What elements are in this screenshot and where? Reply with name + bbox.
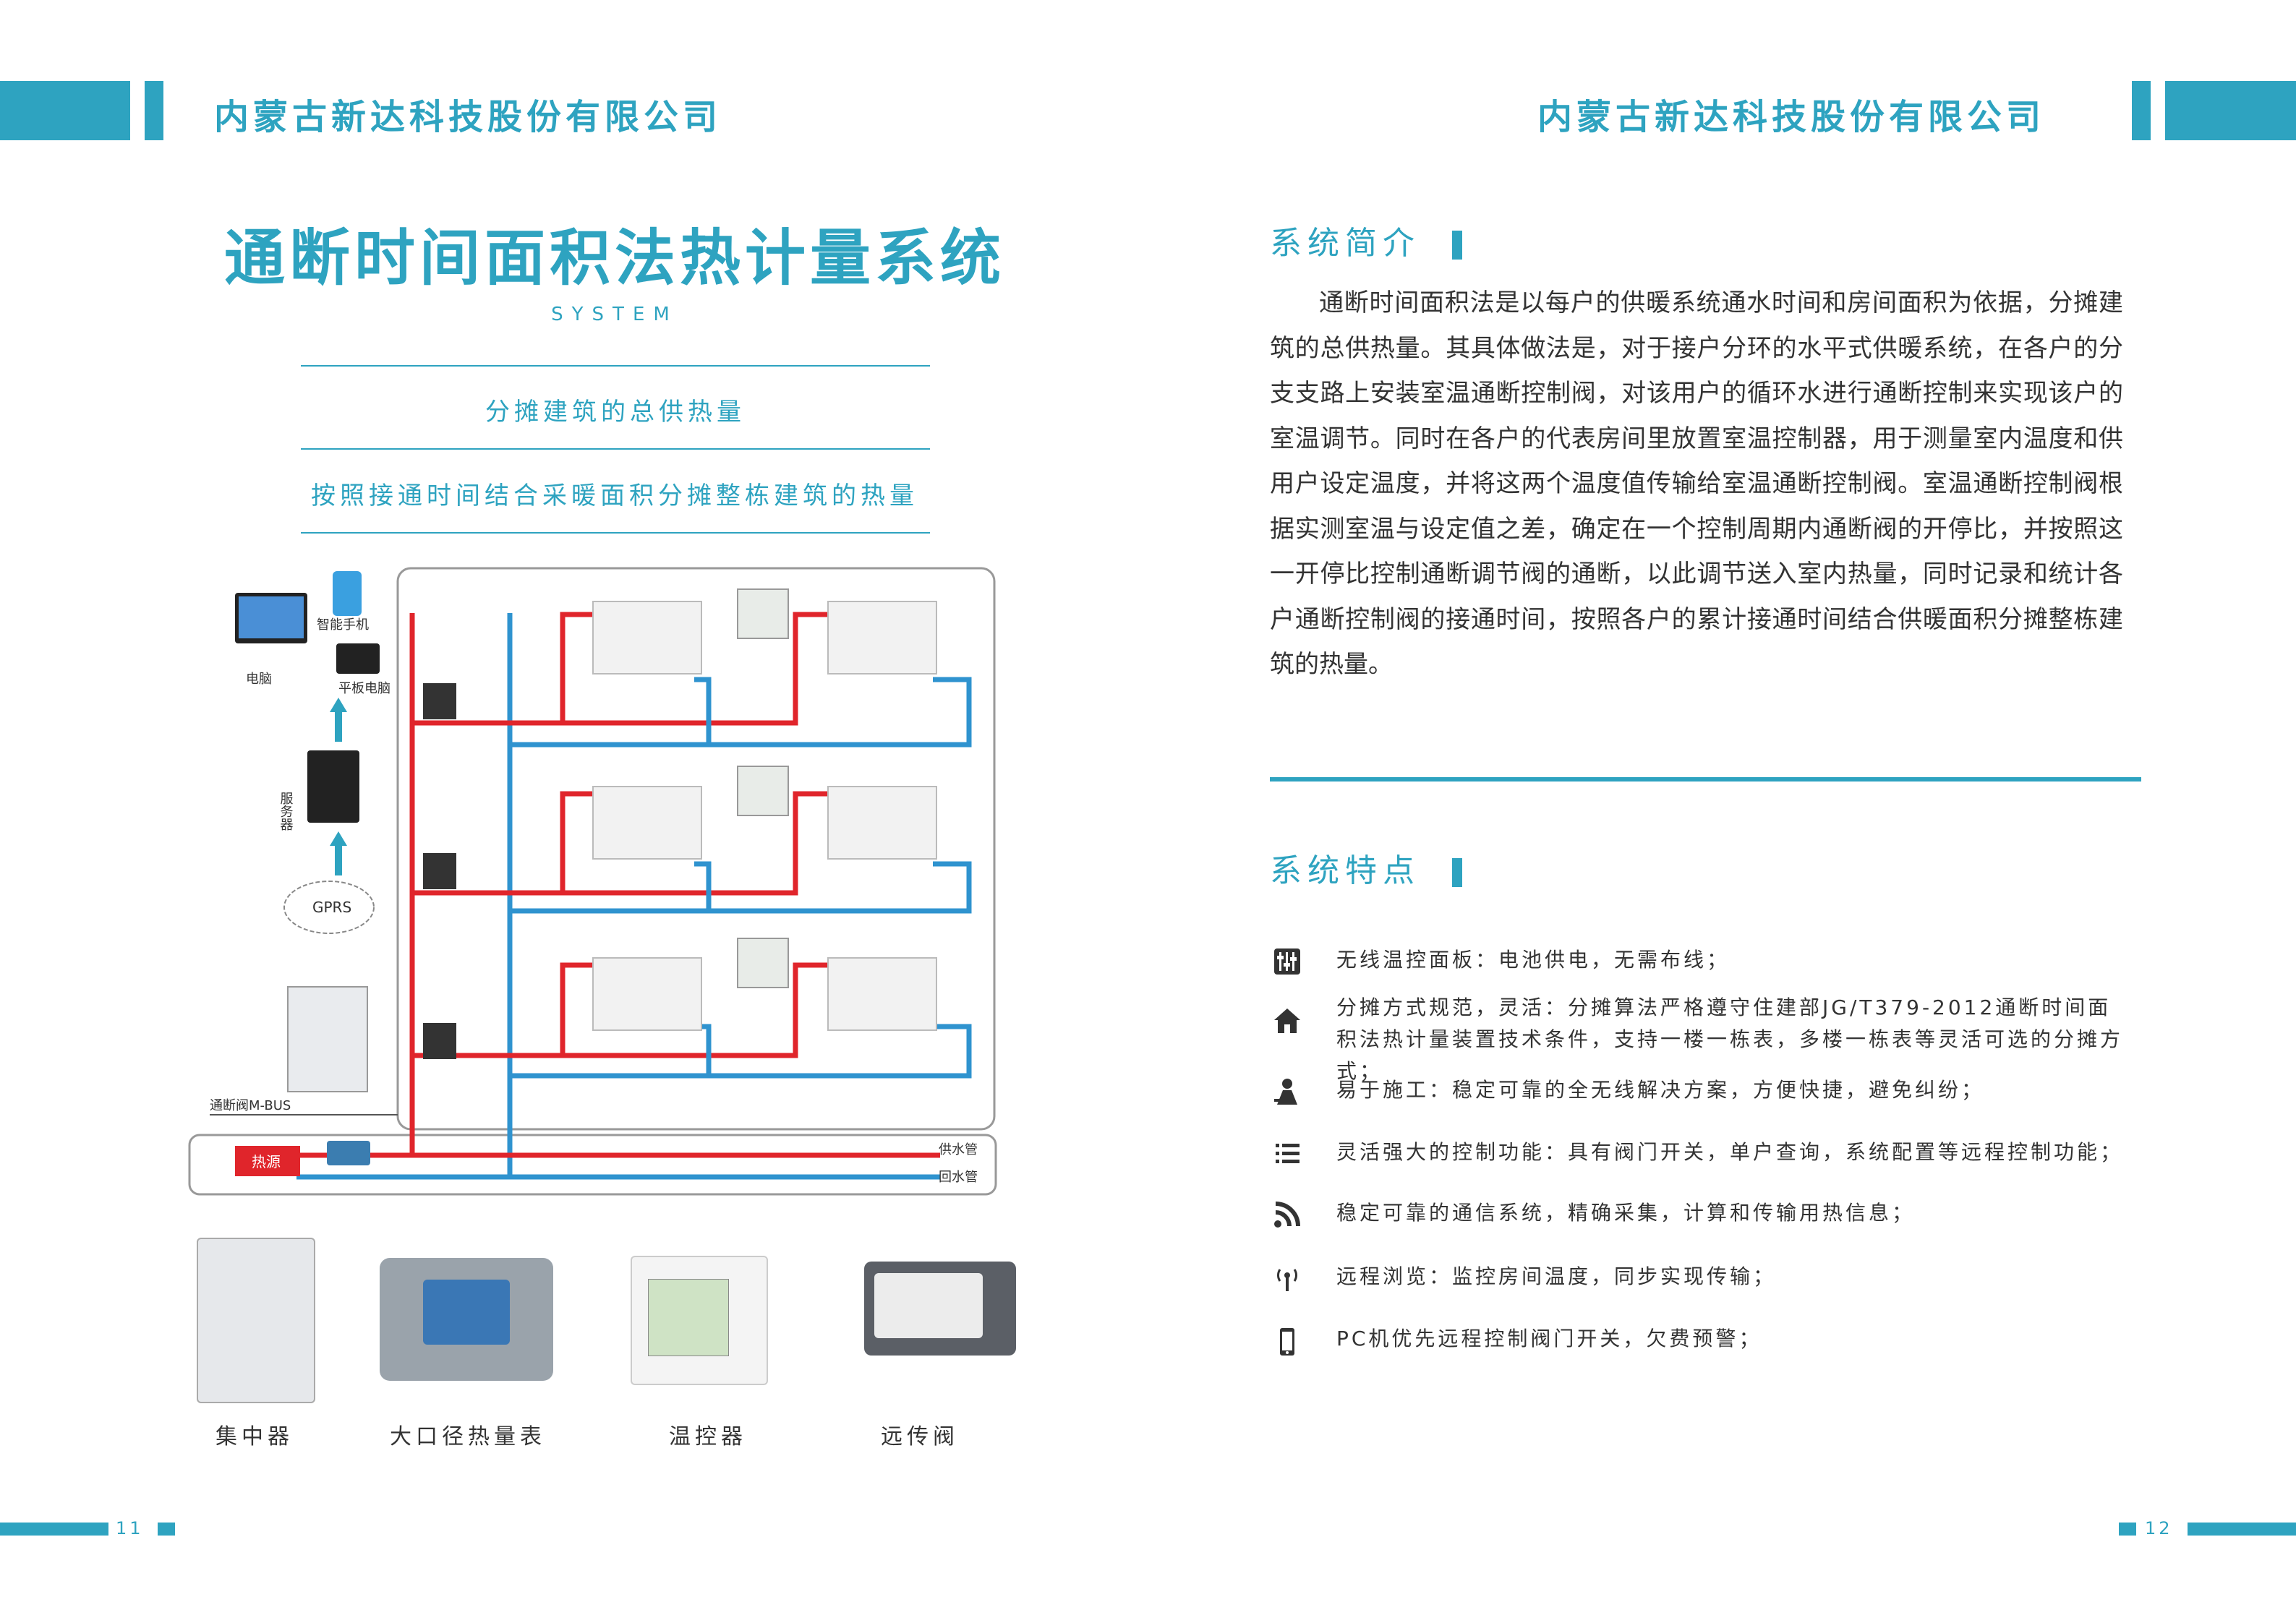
- floor-1: [412, 588, 972, 748]
- features-list: 无线温控面板：电池供电，无需布线； 分摊方式规范，灵活：分摊算法严格遵守住建部J…: [1273, 933, 2141, 1366]
- feature-item: 分摊方式规范，灵活：分摊算法严格遵守住建部JG/T379-2012通断时间面积法…: [1273, 992, 2132, 1087]
- header-bar-left: [0, 81, 130, 140]
- device-concentrator: [197, 1238, 315, 1403]
- feature-item: PC机优先远程控制阀门开关，欠费预警；: [1273, 1323, 2132, 1358]
- label-smartphone: 智能手机: [317, 617, 369, 633]
- label-server: 服务器: [278, 792, 294, 831]
- floor-2: [412, 766, 972, 914]
- device-label-thermostat: 温控器: [669, 1424, 747, 1449]
- label-return-pipe: 回水管: [939, 1170, 978, 1185]
- feature-text: 无线温控面板：电池供电，无需布线；: [1336, 948, 1730, 972]
- footer-bar-left: [0, 1523, 108, 1536]
- heat-source-box: [188, 1134, 997, 1196]
- intro-paragraph: 通断时间面积法是以每户的供暖系统通水时间和房间面积为依据，分摊建筑的总供热量。其…: [1270, 288, 2123, 679]
- features-title: 系统特点: [1270, 844, 1462, 891]
- feature-item: 无线温控面板：电池供电，无需布线；: [1273, 944, 2132, 976]
- page-number-left: 11: [116, 1518, 144, 1538]
- feature-text: 易于施工：稳定可靠的全无线解决方案，方便快捷，避免纠纷；: [1336, 1078, 1985, 1102]
- slogan-2: 按照接通时间结合采暖面积分摊整栋建筑的热量: [311, 481, 918, 510]
- intro-title: 系统简介: [1270, 217, 1462, 263]
- footer-square-right: [2119, 1523, 2136, 1536]
- label-gprs: GPRS: [312, 899, 351, 916]
- tablet-icon: [336, 643, 380, 674]
- divider-3: [301, 532, 930, 534]
- feature-text: 灵活强大的控制功能：具有阀门开关，单户查询，系统配置等远程控制功能；: [1336, 1140, 2124, 1164]
- server-icon: [307, 750, 359, 823]
- phone-icon: [1280, 1328, 1294, 1356]
- heat-meter-icon: [327, 1141, 370, 1165]
- label-mbus: 通断阀M-BUS: [210, 1098, 291, 1113]
- intro-section: 系统简介 通断时间面积法是以每户的供暖系统通水时间和房间面积为依据，分摊建筑的总…: [1270, 217, 2123, 716]
- list-icon: [1276, 1144, 1299, 1163]
- header-bar-right: [2165, 81, 2296, 140]
- divider-2: [301, 448, 930, 450]
- label-heat-source: 热源: [252, 1153, 281, 1170]
- device-label-remote-valve: 远传阀: [881, 1424, 959, 1449]
- label-computer: 电脑: [246, 672, 272, 687]
- section-divider: [1270, 777, 2141, 781]
- worker-icon: [1274, 1079, 1297, 1105]
- gprs-cloud: [283, 881, 375, 934]
- feature-item: 稳定可靠的通信系统，精确采集，计算和传输用热信息；: [1273, 1197, 2132, 1229]
- slogan-1: 分摊建筑的总供热量: [485, 398, 746, 427]
- rss-icon: [1274, 1202, 1300, 1228]
- floor-3: [412, 938, 972, 1079]
- header-bar-right-small: [2132, 81, 2151, 140]
- feature-item: 远程浏览：监控房间温度，同步实现传输；: [1273, 1261, 2132, 1293]
- feature-text: 分摊方式规范，灵活：分摊算法严格遵守住建部JG/T379-2012通断时间面积法…: [1336, 995, 2124, 1083]
- concentrator-icon: [287, 986, 368, 1092]
- device-label-heat-meter: 大口径热量表: [390, 1424, 546, 1449]
- house-icon: [1274, 1009, 1300, 1033]
- broadcast-icon: [1276, 1269, 1298, 1291]
- feature-item: 灵活强大的控制功能：具有阀门开关，单户查询，系统配置等远程控制功能；: [1273, 1136, 2132, 1168]
- label-supply-pipe: 供水管: [939, 1142, 978, 1157]
- divider-1: [301, 365, 930, 367]
- company-name-right: 内蒙古新达科技股份有限公司: [1537, 97, 2046, 137]
- footer-bar-right: [2188, 1523, 2296, 1536]
- label-tablet: 平板电脑: [338, 681, 391, 696]
- device-thermostat: [631, 1256, 768, 1385]
- title-subtitle-en: SYSTEM: [551, 304, 678, 325]
- page-title: 通断时间面积法热计量系统: [223, 223, 1005, 294]
- footer-square-left: [158, 1523, 175, 1536]
- device-remote-valve: [864, 1262, 1016, 1356]
- feature-text: PC机优先远程控制阀门开关，欠费预警；: [1336, 1327, 1762, 1350]
- company-name-left: 内蒙古新达科技股份有限公司: [214, 97, 722, 137]
- sliders-icon: [1274, 948, 1300, 975]
- feature-item: 易于施工：稳定可靠的全无线解决方案，方便快捷，避免纠纷；: [1273, 1074, 2132, 1106]
- heat-source: [235, 1146, 300, 1176]
- feature-text: 远程浏览：监控房间温度，同步实现传输；: [1336, 1264, 1777, 1288]
- system-diagram: 智能手机 电脑 平板电脑 服务器 GPRS 通断阀M-BUS 热源 供水管 回水…: [188, 567, 997, 1196]
- feature-text: 稳定可靠的通信系统，精确采集，计算和传输用热信息；: [1336, 1201, 1916, 1225]
- page-number-right: 12: [2145, 1518, 2173, 1538]
- header-bar-left-small: [145, 81, 163, 140]
- building-frame: [396, 567, 996, 1131]
- device-heat-meter: [380, 1258, 553, 1381]
- device-label-concentrator: 集中器: [215, 1424, 294, 1449]
- smartphone-icon: [333, 571, 362, 616]
